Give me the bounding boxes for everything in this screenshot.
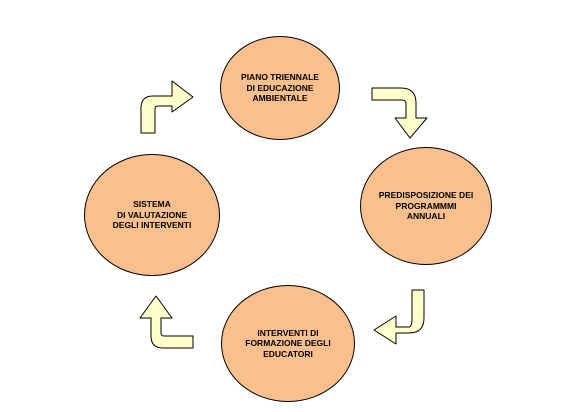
stage-circle-evaluation: SISTEMA DI VALUTAZIONE DEGLI INTERVENTI	[84, 154, 220, 276]
stage-label-training: INTERVENTI DI FORMAZIONE DEGLI EDUCATORI	[245, 327, 331, 359]
arrow-plan-to-programs	[371, 87, 428, 139]
stage-label-plan: PIANO TRIENNALE DI EDUCAZIONE AMBIENTALE	[241, 72, 319, 104]
arrow-evaluation-to-plan	[140, 80, 194, 134]
stage-circle-training: INTERVENTI DI FORMAZIONE DEGLI EDUCATORI	[221, 285, 355, 402]
stage-circle-plan: PIANO TRIENNALE DI EDUCAZIONE AMBIENTALE	[220, 36, 340, 140]
arrow-programs-to-training	[373, 289, 425, 345]
arrow-training-to-evaluation	[139, 295, 194, 349]
stage-label-programs: PREDISPOSIZIONE DEI PROGRAMMMI ANNUALI	[378, 190, 474, 222]
stage-label-evaluation: SISTEMA DI VALUTAZIONE DEGLI INTERVENTI	[112, 199, 192, 231]
stage-circle-programs: PREDISPOSIZIONE DEI PROGRAMMMI ANNUALI	[360, 147, 492, 265]
